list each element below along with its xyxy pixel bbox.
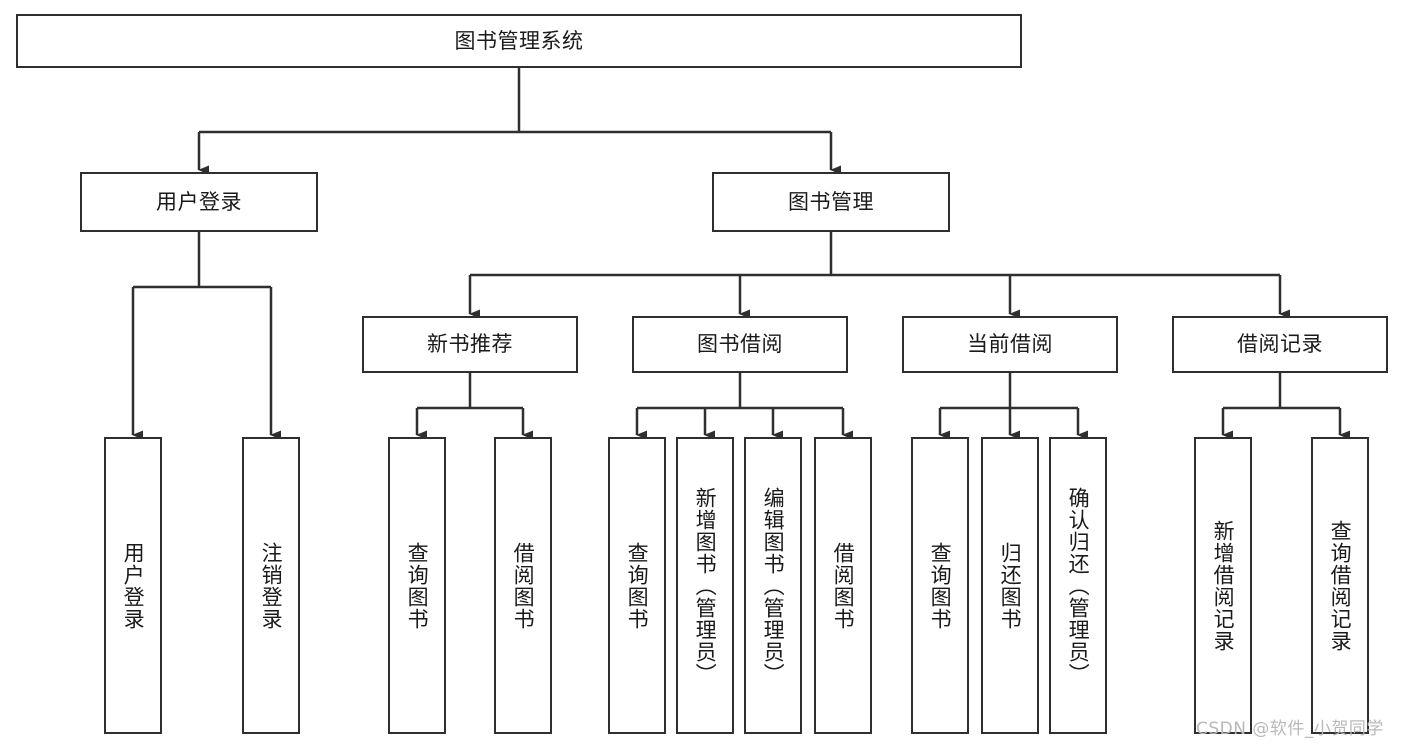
node-label: 查询借阅记录	[1328, 519, 1353, 652]
node-label: 确认归还（管理员）	[1066, 486, 1091, 685]
node-leaf-user-logout[interactable]: 注销登录	[242, 437, 300, 734]
node-label: 编辑图书（管理员）	[761, 486, 786, 685]
node-label: 图书借阅	[697, 332, 783, 357]
node-label: 用户登录	[121, 541, 146, 630]
node-leaf-borrow-book-2[interactable]: 借阅图书	[814, 437, 872, 734]
node-leaf-edit-book[interactable]: 编辑图书（管理员）	[744, 437, 802, 734]
node-root-system[interactable]: 图书管理系统	[16, 14, 1022, 68]
node-label: 借阅图书	[831, 541, 856, 630]
node-label: 归还图书	[998, 541, 1023, 630]
node-leaf-return-book[interactable]: 归还图书	[981, 437, 1039, 734]
node-label: 借阅记录	[1237, 332, 1323, 357]
node-label: 借阅图书	[511, 541, 536, 630]
node-label: 图书管理系统	[454, 28, 584, 53]
node-label: 用户登录	[156, 189, 242, 214]
node-leaf-query-book-1[interactable]: 查询图书	[388, 437, 446, 734]
node-label: 查询图书	[625, 541, 650, 630]
node-leaf-query-book-2[interactable]: 查询图书	[608, 437, 666, 734]
node-leaf-query-record[interactable]: 查询借阅记录	[1311, 437, 1369, 734]
node-leaf-borrow-book-1[interactable]: 借阅图书	[494, 437, 552, 734]
node-leaf-add-record[interactable]: 新增借阅记录	[1194, 437, 1252, 734]
node-label: 查询图书	[928, 541, 953, 630]
node-book-borrow[interactable]: 图书借阅	[632, 316, 848, 373]
node-label: 新增借阅记录	[1211, 519, 1236, 652]
node-borrow-record[interactable]: 借阅记录	[1172, 316, 1388, 373]
node-label: 注销登录	[259, 541, 284, 630]
watermark-text: CSDN @软件_小贺同学	[1196, 719, 1384, 739]
node-label: 查询图书	[405, 541, 430, 630]
node-user-login[interactable]: 用户登录	[80, 172, 318, 232]
node-leaf-query-book-3[interactable]: 查询图书	[911, 437, 969, 734]
node-leaf-add-book[interactable]: 新增图书（管理员）	[676, 437, 734, 734]
node-current-borrow[interactable]: 当前借阅	[902, 316, 1118, 373]
node-book-management[interactable]: 图书管理	[712, 172, 950, 232]
node-label: 当前借阅	[967, 332, 1053, 357]
node-label: 图书管理	[788, 189, 874, 214]
node-label: 新增图书（管理员）	[693, 486, 718, 685]
node-label: 新书推荐	[427, 332, 513, 357]
node-leaf-user-login[interactable]: 用户登录	[104, 437, 162, 734]
node-new-book-recommend[interactable]: 新书推荐	[362, 316, 578, 373]
node-leaf-confirm-return[interactable]: 确认归还（管理员）	[1049, 437, 1107, 734]
